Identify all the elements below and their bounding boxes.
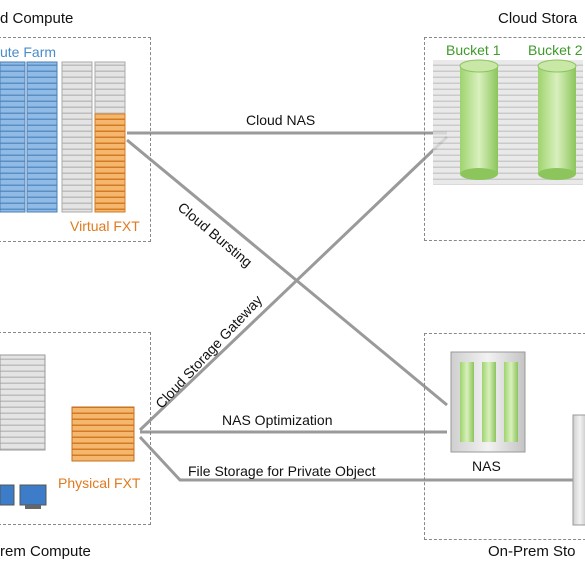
onprem-storage-box	[424, 333, 585, 540]
nas-label: NAS	[472, 458, 501, 474]
cloud-nas-label: Cloud NAS	[246, 112, 316, 128]
onprem-compute-title: rem Compute	[0, 543, 91, 560]
file-storage-line	[138, 435, 585, 482]
virtual-fxt-label: Virtual FXT	[70, 218, 140, 234]
onprem-server-rack	[0, 354, 47, 509]
physical-fxt-device	[71, 406, 135, 462]
physical-fxt-label: Physical FXT	[58, 475, 141, 491]
cloud-storage-grid	[433, 59, 583, 185]
cloud-storage-box	[424, 37, 585, 241]
compute-farm-label: ute Farm	[0, 44, 57, 60]
bucket2-cylinder	[537, 59, 577, 180]
onprem-storage-title: On-Prem Sto	[488, 543, 576, 560]
bucket1-cylinder	[459, 59, 499, 180]
connection-lines	[126, 131, 585, 482]
nas-optimization-label: NAS Optimization	[222, 412, 333, 428]
object-storage-cabinet	[572, 414, 585, 526]
cloud-storage-gateway-line	[138, 135, 449, 432]
file-storage-label: File Storage for Private Object	[188, 463, 376, 479]
compute-farm-rack	[0, 61, 126, 213]
cloud-compute-title: d Compute	[0, 10, 74, 27]
bucket2-label: Bucket 2	[528, 42, 583, 58]
nas-cabinet	[450, 351, 526, 453]
onprem-compute-box	[0, 332, 151, 525]
cloud-compute-box	[0, 37, 151, 242]
bucket1-label: Bucket 1	[446, 42, 501, 58]
cloud-bursting-line	[126, 138, 448, 407]
cloud-storage-title: Cloud Stora	[498, 10, 578, 27]
